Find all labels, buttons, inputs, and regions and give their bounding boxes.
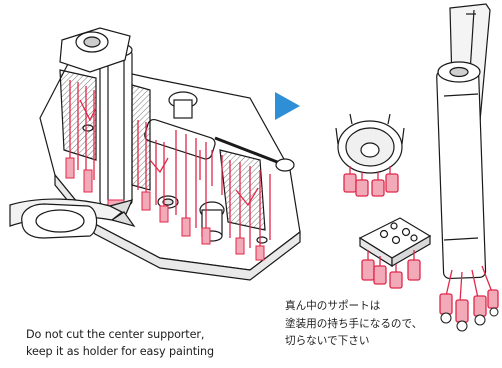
column-feet [440,307,499,332]
block-part [358,217,432,268]
caption-japanese-line-2: 塗装用の持ち手になるので、 [285,317,423,330]
caption-english: Do not cut the center supporter, keep it… [26,326,258,360]
arrow-right-icon [275,92,300,120]
round-part [335,113,405,174]
support-pins-main [69,80,271,250]
caption-japanese-line-3: 切らないで下さい [285,335,370,347]
column-part [436,3,491,280]
sprue-base-assembly [39,27,301,281]
caption-english-line-1: Do not cut the center supporter, [26,328,205,341]
caption-japanese: 真ん中のサポートは 塗装用の持ち手になるので、 切らないで下さい [285,298,500,351]
support-round-part [343,166,399,197]
cutting-pliers [9,198,136,239]
caption-japanese-line-1: 真ん中のサポートは [285,300,381,312]
caption-english-line-2: keep it as holder for easy painting [26,345,215,358]
support-block-part [361,250,421,289]
